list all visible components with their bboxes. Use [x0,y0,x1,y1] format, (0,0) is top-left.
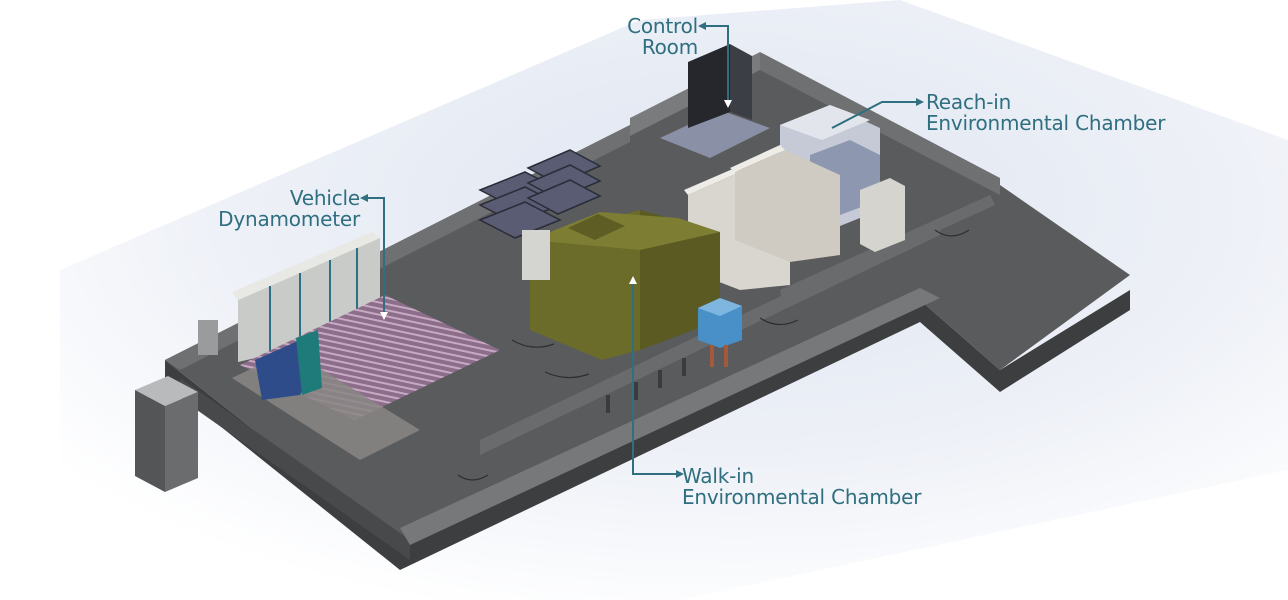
blue-unit-leg-1 [710,345,714,367]
walk-in-panel [522,230,550,280]
label-control-room: Control Room [610,16,698,58]
storage-racks [478,149,602,239]
label-vehicle-dyno-line1: Vehicle [289,186,360,210]
control-room-rack-side [730,44,752,120]
blue-unit-leg-2 [724,345,728,367]
inner-wall-2 [780,195,995,302]
blue-unit-top [698,298,742,316]
label-walk-in-line1: Walk-in [682,464,754,488]
label-control-room-line2: Room [641,35,698,59]
walk-in-chamber-cap [568,214,625,240]
label-reach-in-line2: Environmental Chamber [926,111,1166,135]
label-reach-in-line1: Reach-in [926,90,1012,114]
bollards [606,358,686,413]
arrowheads [380,100,732,320]
label-reach-in: Reach-in Environmental Chamber [926,92,1165,134]
label-walk-in: Walk-in Environmental Chamber [682,466,921,508]
arrow-control-room [704,25,729,100]
pointer-arrows [366,25,918,475]
control-room-platform [660,110,770,158]
arrow-tails [360,22,924,478]
dyno-cabinets-top [232,232,380,300]
label-control-room-line1: Control [627,14,698,38]
hvac-box-top [135,376,198,406]
label-walk-in-line2: Environmental Chamber [682,485,922,509]
arrow-reach-in [831,101,918,129]
wall-panel [198,320,218,355]
dyno-engine-frame [296,330,322,395]
front-wall-top [400,288,940,545]
label-vehicle-dyno: Vehicle Dynamometer [200,188,360,230]
hvac-box-side [165,392,198,492]
back-wall-right [760,52,1000,195]
hvac-box-front [135,390,165,492]
arrow-vehicle-dyno [366,197,385,312]
label-vehicle-dyno-line2: Dynamometer [218,207,360,231]
walk-in-chamber-top [530,212,720,250]
front-wall [180,378,410,560]
arrow-walk-in [632,284,678,475]
door-swings [457,229,970,481]
side-cabinet [860,178,905,252]
reach-in-chamber-top [780,105,870,140]
control-room-rack-front [688,44,730,128]
